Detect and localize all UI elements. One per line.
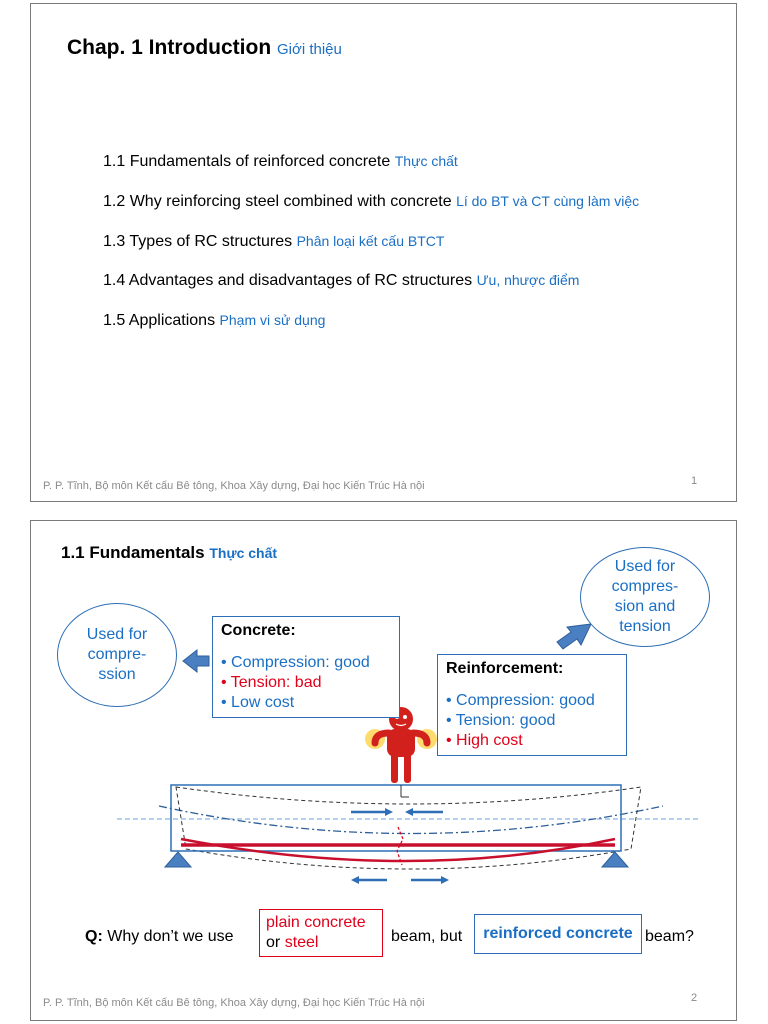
deflected-axis-curve <box>158 805 664 835</box>
reinforcement-bullet: • High cost <box>446 732 523 749</box>
arrow-left-icon <box>182 648 210 674</box>
reinforcement-heading: Reinforcement: <box>446 660 564 677</box>
toc-item-1-1: 1.1 Fundamentals of reinforced concrete … <box>103 153 458 170</box>
rebar-deflected <box>180 837 616 863</box>
question-text-3: beam? <box>645 928 694 945</box>
toc-item-1-4: 1.4 Advantages and disadvantages of RC s… <box>103 272 580 289</box>
question-text-2: beam, but <box>391 928 463 945</box>
concrete-heading: Concrete: <box>221 622 296 639</box>
right-support-icon <box>600 851 630 868</box>
toc-item-1-2: 1.2 Why reinforcing steel combined with … <box>103 193 640 210</box>
deformed-beam-outline <box>175 786 642 870</box>
ellipse-compression-tension: Used for compres- sion and tension <box>580 547 710 647</box>
toc-item-1-3: 1.3 Types of RC structures Phân loại kết… <box>103 233 445 250</box>
slide-1: Chap. 1 Introduction Giới thiệu 1.1 Fund… <box>30 3 737 502</box>
beam-diagram <box>117 623 699 884</box>
compression-arrows-icon <box>351 808 443 816</box>
concrete-bullet: • Tension: bad <box>221 674 322 691</box>
concrete-bullet: • Compression: good <box>221 654 370 671</box>
slide-1-footer: P. P. Tĩnh, Bộ môn Kết cấu Bê tông, Khoa… <box>43 480 425 492</box>
slide-2: 1.1 Fundamentals Thực chất <box>30 520 737 1021</box>
reinforcement-bullet: • Tension: good <box>446 712 556 729</box>
concrete-box: Concrete: • Compression: good • Tension:… <box>212 616 400 718</box>
question-text: Q: Why don’t we use <box>85 928 234 945</box>
slide-2-page-number: 2 <box>691 992 698 1004</box>
reinforcement-bullet: • Compression: good <box>446 692 595 709</box>
slide-2-title: 1.1 Fundamentals Thực chất <box>61 543 278 562</box>
crack-line <box>396 826 404 866</box>
toc-item-1-5: 1.5 Applications Phạm vi sử dụng <box>103 312 326 329</box>
ellipse-compression: Used for compre- ssion <box>57 603 177 707</box>
strongman-figure-icon <box>365 707 437 798</box>
slide-2-footer: P. P. Tĩnh, Bộ môn Kết cấu Bê tông, Khoa… <box>43 997 425 1009</box>
beam-rectangle <box>170 784 622 852</box>
tension-arrows-icon <box>351 876 449 884</box>
plain-concrete-or-steel-box: plain concrete or steel <box>259 909 383 957</box>
slide-1-title: Chap. 1 Introduction Giới thiệu <box>67 36 342 59</box>
concrete-bullet: • Low cost <box>221 694 295 711</box>
slide-2-title-vn: Thực chất <box>209 545 278 561</box>
arrow-up-right-icon <box>556 623 592 650</box>
slide-1-page-number: 1 <box>691 475 698 487</box>
reinforcement-box: Reinforcement: • Compression: good • Ten… <box>437 654 627 756</box>
reinforced-concrete-box: reinforced concrete <box>474 914 642 954</box>
slide-1-title-vn: Giới thiệu <box>277 41 342 58</box>
left-support-icon <box>163 851 193 868</box>
